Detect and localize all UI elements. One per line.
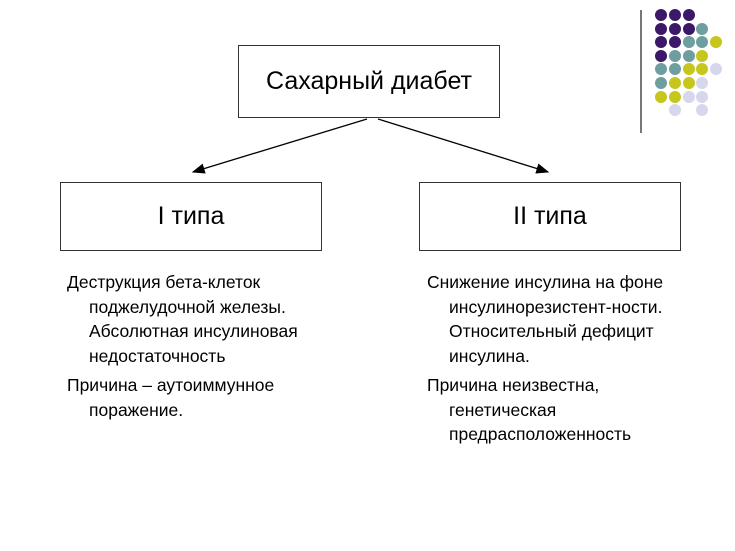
decorative-dot [668, 22, 681, 35]
decorative-dot [682, 63, 695, 76]
type1-description: Деструкция бета-клеток поджелудочной жел… [67, 272, 298, 366]
decorative-line [640, 10, 642, 133]
decorative-dot [696, 63, 709, 76]
type1-text: Деструкция бета-клеток поджелудочной жел… [67, 270, 337, 427]
type1-cause: Причина – аутоиммунное поражение. [67, 375, 275, 420]
type1-title: I типа [157, 202, 225, 230]
decorative-dot [655, 9, 667, 21]
decorative-dot [696, 49, 709, 62]
decorative-dot [696, 104, 709, 117]
decorative-dot [668, 9, 681, 21]
decorative-dot [682, 49, 695, 62]
decorative-dot [655, 22, 667, 35]
decorative-dot [655, 36, 667, 49]
decorative-dot [682, 22, 695, 35]
decorative-dot [682, 77, 695, 89]
decorative-dot [668, 104, 681, 117]
decorative-dot [682, 9, 695, 21]
decorative-dot [655, 90, 667, 103]
decorative-dot [655, 63, 667, 76]
type2-text: Снижение инсулина на фоне инсулинорезист… [427, 270, 687, 452]
decorative-dot [696, 36, 709, 49]
type2-cause: Причина неизвестна, генетическая предрас… [427, 375, 632, 444]
arrow-to-type2 [377, 118, 550, 174]
decorative-dot [668, 49, 681, 62]
decorative-dot [655, 77, 667, 89]
decorative-dot [668, 77, 681, 89]
decorative-dot [682, 36, 695, 49]
arrow-to-type1 [191, 118, 368, 174]
decorative-dot [710, 36, 723, 49]
type2-title: II типа [513, 202, 587, 230]
root-box-diabetes: Сахарный диабет [238, 45, 500, 118]
decorative-dot [668, 90, 681, 103]
decorative-dot [668, 36, 681, 49]
decorative-dot [655, 49, 667, 62]
decorative-dot [696, 90, 709, 103]
type2-description: Снижение инсулина на фоне инсулинорезист… [427, 272, 664, 366]
decorative-dot [682, 90, 695, 103]
type2-box: II типа [419, 182, 681, 251]
decorative-dot [668, 63, 681, 76]
root-label: Сахарный диабет [266, 67, 472, 95]
decorative-dot [710, 63, 723, 76]
decorative-dot [696, 22, 709, 35]
type1-box: I типа [60, 182, 322, 251]
decorative-dot [696, 77, 709, 89]
